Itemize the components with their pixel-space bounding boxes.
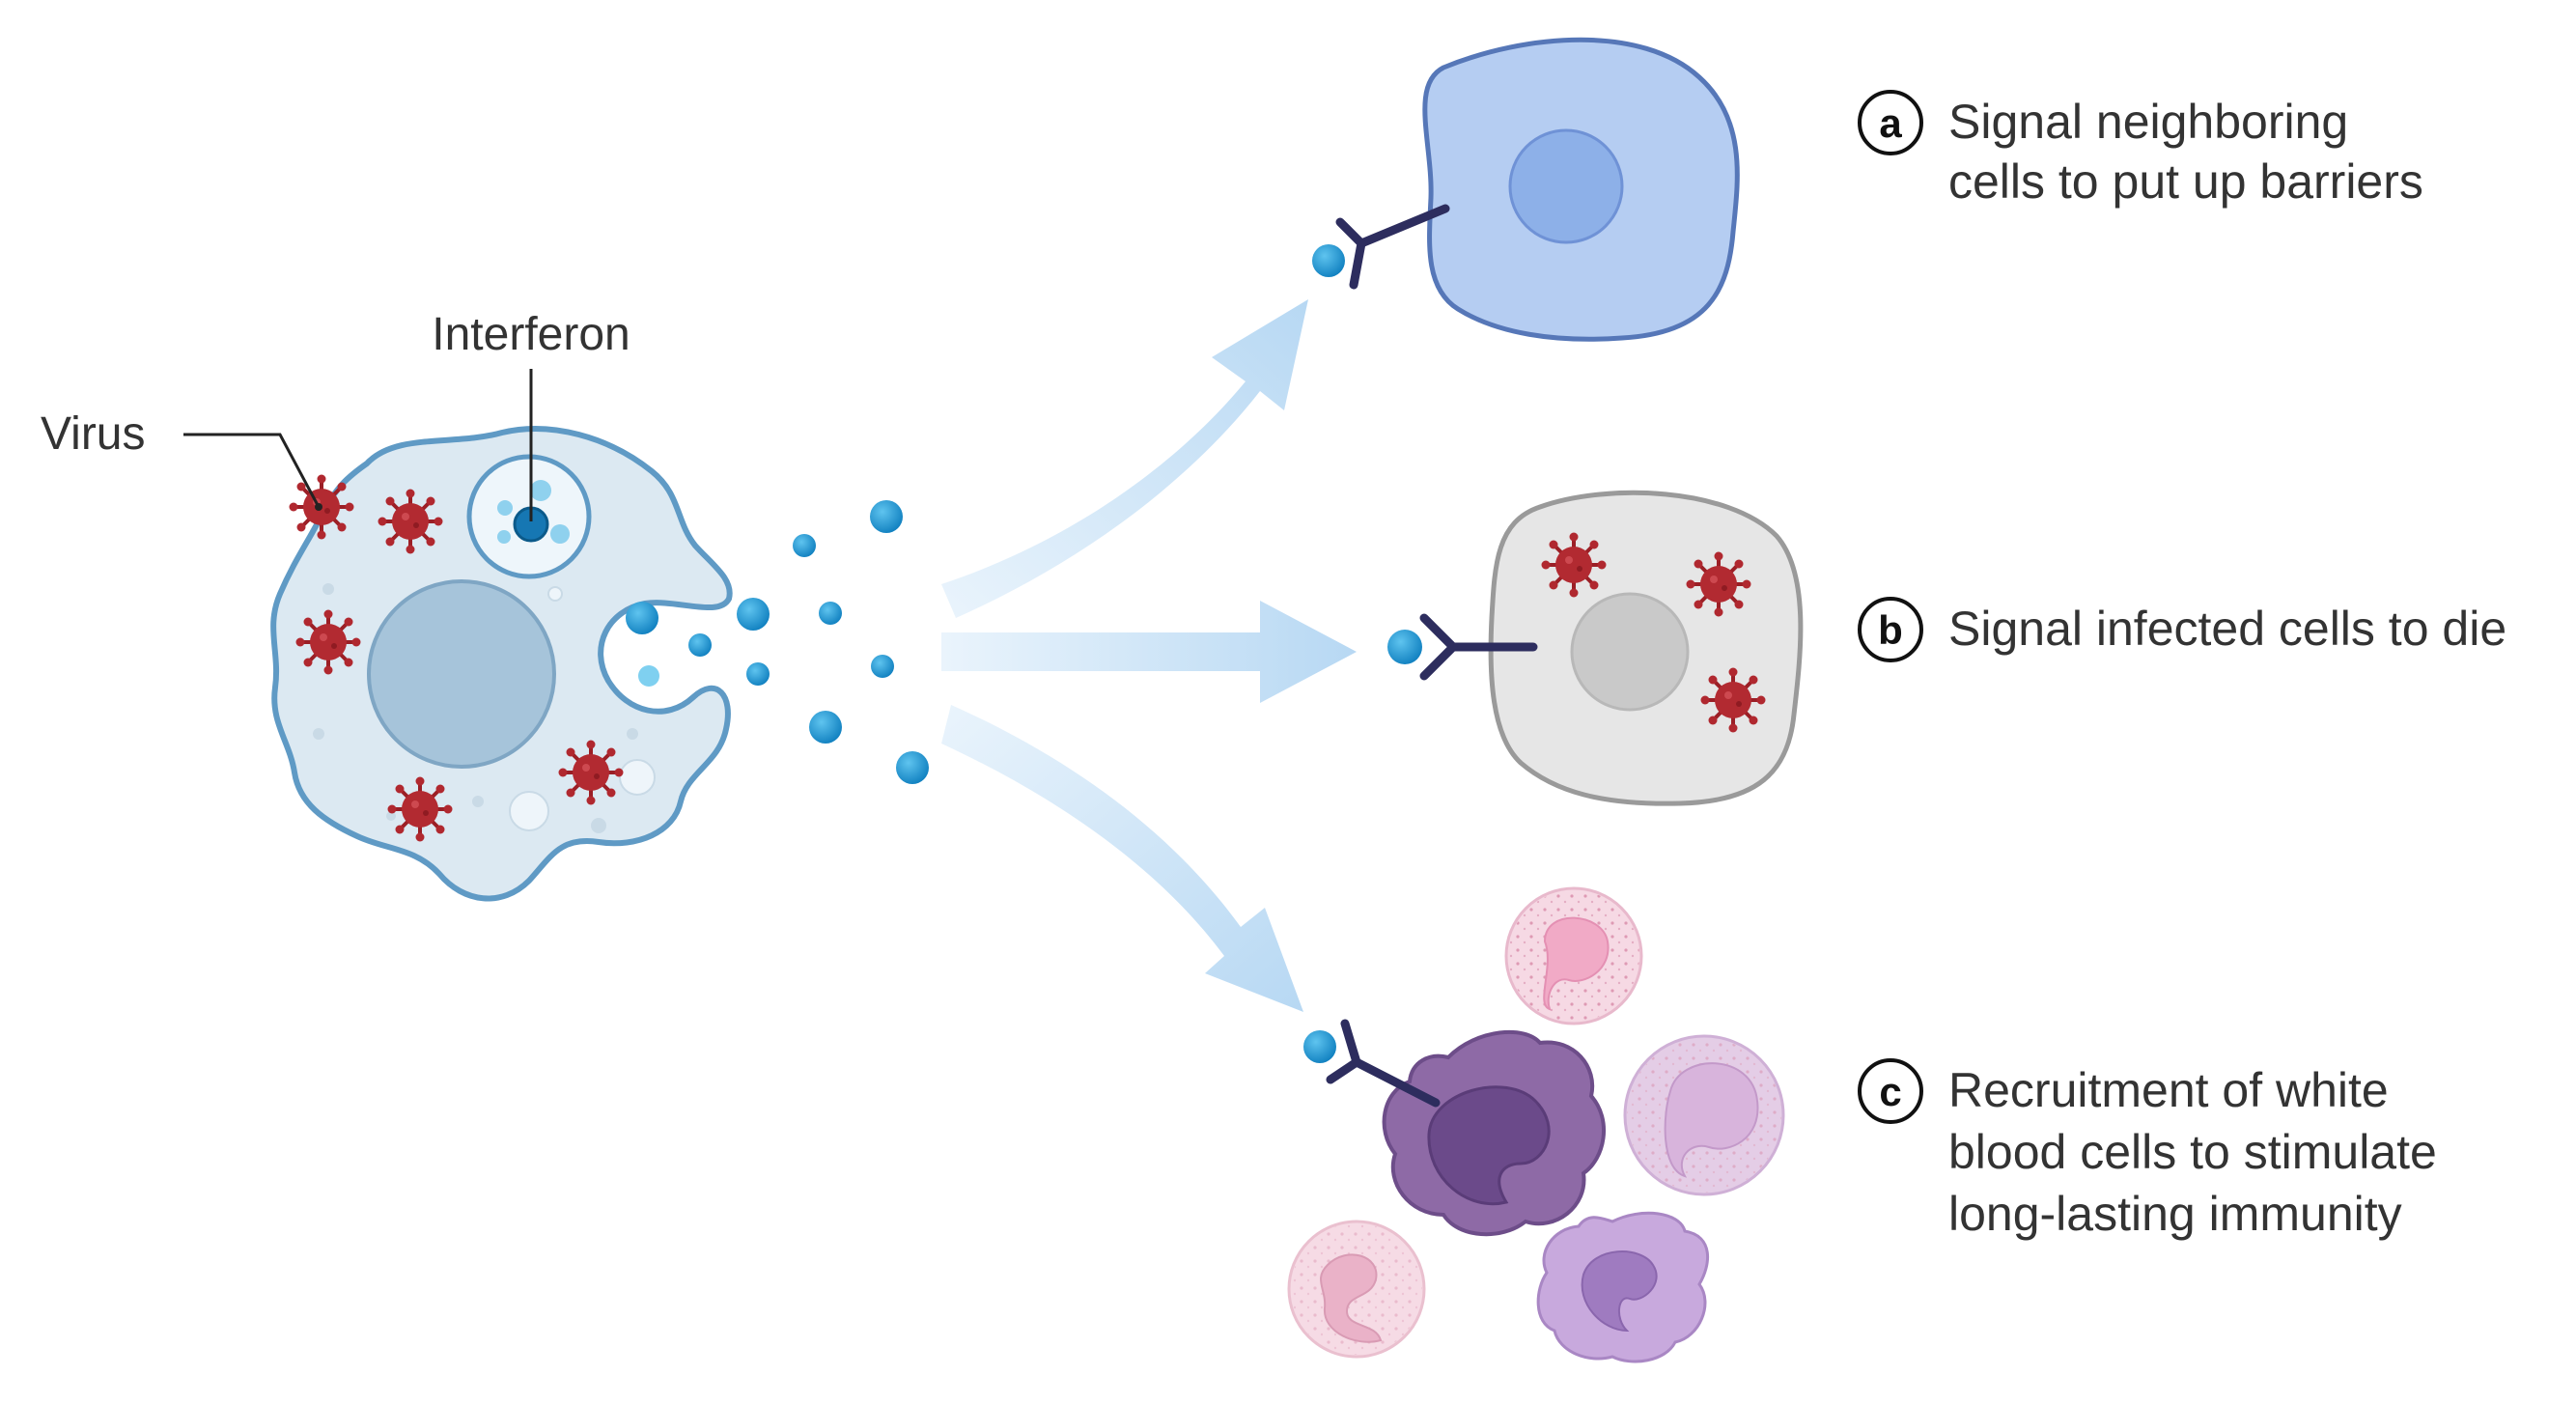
bound-interferon	[1312, 244, 1345, 277]
outcome-a-line-2: cells to put up barriers	[1948, 154, 2423, 209]
arrow-to-neighbor-cell	[941, 299, 1308, 618]
receptor-c	[1303, 1019, 1441, 1108]
virus-label: Virus	[41, 408, 146, 460]
virus-icon	[556, 738, 626, 807]
virus-leader-line	[183, 433, 321, 508]
interferon-particles	[626, 500, 929, 784]
outcome-b-line-1: Signal infected cells to die	[1948, 602, 2506, 656]
interferon-particle	[809, 711, 842, 744]
infected-cell-nucleus	[367, 579, 556, 769]
dying-cell-nucleus	[1570, 592, 1690, 712]
interferon-particle	[688, 633, 712, 657]
interferon-particle	[896, 751, 929, 784]
interferon-particle	[746, 662, 770, 686]
bound-interferon	[1387, 630, 1422, 664]
arrow-to-white-blood-cells	[941, 705, 1303, 1012]
interferon-particle	[638, 665, 659, 687]
white-blood-cell-activated	[1382, 1029, 1606, 1237]
arrow-to-infected-cell	[941, 601, 1357, 703]
interferon-particle	[793, 534, 816, 557]
outcome-c: c Recruitment of white blood cells to st…	[1858, 1058, 2437, 1241]
outcome-a: a Signal neighboring cells to put up bar…	[1858, 90, 2423, 209]
outcome-a-line-1: Signal neighboring	[1948, 95, 2348, 149]
interferon-particle	[870, 500, 903, 533]
virus-icon	[1684, 549, 1753, 619]
white-blood-cell-pink-top	[1504, 886, 1643, 1025]
interferon-particle	[737, 598, 770, 631]
virus-icon	[1539, 530, 1609, 600]
badge-b-letter: b	[1878, 607, 1903, 653]
virus-leader-dot	[315, 503, 322, 511]
outcome-c-line-2: blood cells to stimulate	[1948, 1125, 2437, 1179]
bound-interferon	[1303, 1030, 1336, 1063]
receptor-a	[1312, 204, 1450, 290]
interferon-particle	[819, 602, 842, 625]
outcome-c-line-1: Recruitment of white	[1948, 1063, 2389, 1117]
interferon-particle	[871, 655, 894, 678]
interferon-vesicle	[466, 454, 592, 579]
badge-c	[1858, 1058, 1923, 1124]
white-blood-cell-purple-right	[1623, 1034, 1785, 1196]
receptor-b	[1387, 613, 1538, 681]
white-blood-cell-lavender-bottom	[1536, 1211, 1710, 1363]
outcome-c-line-3: long-lasting immunity	[1948, 1187, 2402, 1241]
badge-a	[1858, 90, 1923, 155]
interferon-label: Interferon	[432, 309, 630, 360]
badge-a-letter: a	[1879, 100, 1902, 146]
virus-icon	[385, 774, 455, 844]
badge-c-letter: c	[1879, 1069, 1901, 1114]
virus-label-group: Virus	[41, 408, 322, 511]
neighbor-cell-nucleus	[1508, 128, 1624, 244]
neighbor-cell	[1422, 37, 1740, 342]
white-blood-cell-pink-bottom	[1287, 1220, 1426, 1359]
interferon-particle	[626, 602, 658, 634]
interferon-label-group: Interferon	[432, 309, 630, 521]
virus-icon	[1698, 665, 1768, 735]
outcome-b: b Signal infected cells to die	[1858, 597, 2506, 662]
virus-icon	[376, 487, 445, 556]
badge-b	[1858, 597, 1923, 662]
virus-icon	[294, 607, 363, 677]
